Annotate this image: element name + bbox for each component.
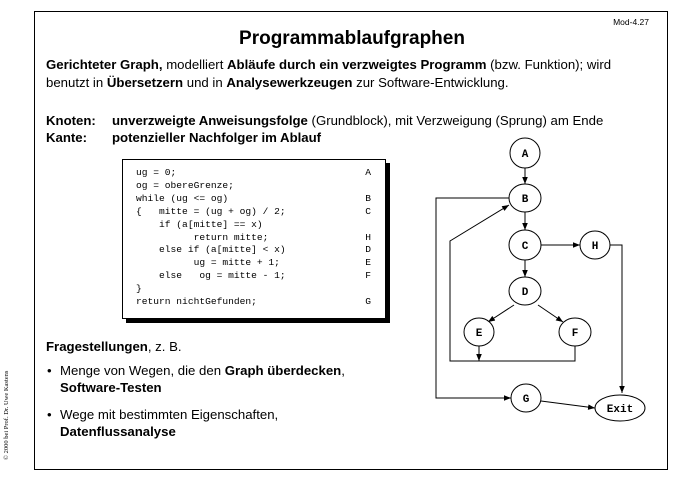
- edge-f-join: [479, 346, 576, 362]
- slide-id: Mod-4.27: [613, 17, 649, 27]
- graph-node-label: H: [592, 241, 599, 253]
- code-line: if (a[mitte] == x): [136, 219, 371, 233]
- graph-node-label: Exit: [607, 404, 633, 416]
- graph-node-d: [508, 276, 542, 306]
- definition-node: Knoten: unverzweigte Anweisungsfolge (Gru…: [46, 112, 603, 129]
- code-block-label: H: [365, 231, 371, 243]
- code-line: }: [136, 283, 371, 297]
- definition-term: Kante:: [46, 130, 88, 145]
- graph-node-e: [463, 317, 495, 347]
- graph-nodes: A B C H D E F G Exit: [463, 137, 646, 422]
- graph-node-label: E: [476, 328, 483, 340]
- bullet-icon: •: [47, 363, 52, 378]
- graph-node-label: A: [522, 149, 529, 161]
- intro-text-4: zur Software-Entwicklung.: [352, 75, 509, 90]
- intro-text-2: (bzw. Funktion); wird benutzt in: [46, 57, 612, 90]
- questions-heading-rest: , z. B.: [147, 339, 182, 354]
- code-block-label: D: [365, 244, 371, 256]
- questions-heading-bold: Fragestellungen: [46, 339, 148, 354]
- definition-rest: (Grundblock), mit Verzweigung (Sprung) a…: [307, 113, 604, 128]
- code-text: else og = mitte - 1;: [136, 270, 286, 282]
- question-bold: Software-Testen: [60, 380, 162, 395]
- intro-text-3: und in: [183, 75, 227, 90]
- code-line: else og = mitte - 1; F: [136, 270, 371, 284]
- question-item: • Wege mit bestimmten Eigenschaften, Date…: [46, 406, 376, 440]
- graph-node-h: [579, 230, 611, 260]
- graph-node-f: [558, 317, 592, 347]
- intro-paragraph: Gerichteter Graph, modelliert Abläufe du…: [46, 56, 656, 92]
- graph-node-label: B: [522, 194, 529, 206]
- bullet-icon: •: [47, 407, 52, 422]
- code-text: }: [136, 283, 142, 295]
- intro-term: Gerichteter Graph,: [46, 57, 163, 72]
- intro-bold-1: Abläufe durch ein verzweigtes Programm: [227, 57, 487, 72]
- code-block-label: C: [365, 205, 371, 217]
- intro-bold-2: Übersetzern: [106, 75, 184, 90]
- code-block-label: B: [365, 192, 371, 204]
- page-title: Programmablaufgraphen: [239, 28, 465, 49]
- definition-bold: potenzieller Nachfolger im Ablauf: [112, 130, 322, 145]
- edge-join-b: [449, 204, 510, 362]
- code-text: og = obereGrenze;: [136, 179, 234, 191]
- edge-b-g: [435, 197, 511, 401]
- edge-g-exit: [540, 400, 596, 410]
- definition-bold: unverzweigte Anweisungsfolge: [112, 113, 308, 128]
- graph-node-b: [508, 183, 542, 213]
- question-text: Menge von Wegen, die den: [60, 363, 225, 378]
- definition-edge: Kante: potenzieller Nachfolger im Ablauf: [46, 129, 603, 146]
- edge-h-exit: [610, 244, 625, 393]
- code-text: { mitte = (ug + og) / 2;: [136, 205, 286, 217]
- code-block-label: A: [365, 167, 371, 178]
- question-text: ,: [341, 363, 345, 378]
- graph-node-exit: [594, 394, 646, 422]
- graph-node-a: [509, 137, 541, 169]
- code-block-label: G: [365, 296, 371, 307]
- code-text: ug = mitte + 1;: [136, 257, 280, 269]
- code-text: return nichtGefunden;: [136, 296, 257, 307]
- intro-bold-3: Analysewerkzeugen: [226, 75, 353, 90]
- code-text: else if (a[mitte] < x): [136, 244, 286, 256]
- question-item: • Menge von Wegen, die den Graph überdec…: [46, 362, 376, 396]
- graph-node-label: F: [572, 328, 579, 340]
- code-line: og = obereGrenze;: [136, 180, 371, 194]
- graph-node-label: C: [522, 241, 529, 253]
- graph-node-label: G: [523, 394, 530, 406]
- code-line: while (ug <= og) B: [136, 193, 371, 207]
- code-text: ug = 0;: [136, 167, 177, 178]
- graph-node-c: [508, 229, 542, 261]
- code-line: ug = mitte + 1; E: [136, 257, 371, 271]
- code-block-label: F: [365, 270, 371, 282]
- code-text: return mitte;: [136, 231, 269, 243]
- edge-d-f: [537, 304, 564, 323]
- question-text: Wege mit bestimmten Eigenschaften,: [60, 407, 279, 422]
- graph-node-label: D: [522, 287, 529, 299]
- code-line: return mitte; H: [136, 232, 371, 246]
- code-line: ug = 0; A: [136, 167, 371, 181]
- code-text: if (a[mitte] == x): [136, 218, 263, 230]
- questions-section: Fragestellungen, z. B. • Menge von Wegen…: [46, 338, 376, 450]
- graph-node-g: [510, 383, 542, 413]
- code-line: else if (a[mitte] < x) D: [136, 244, 371, 258]
- edge-d-e: [487, 304, 515, 323]
- question-bold: Graph überdecken: [224, 363, 342, 378]
- slide-frame: Mod-4.27 Programmablaufgraphen: [34, 11, 668, 470]
- definition-term: Knoten:: [46, 113, 96, 128]
- question-bold: Datenflussanalyse: [60, 424, 176, 439]
- code-line: { mitte = (ug + og) / 2; C: [136, 206, 371, 220]
- code-line: return nichtGefunden; G: [136, 296, 371, 310]
- definitions: Knoten: unverzweigte Anweisungsfolge (Gru…: [46, 112, 603, 146]
- intro-text-1: modelliert: [162, 57, 228, 72]
- questions-heading: Fragestellungen, z. B.: [46, 338, 376, 355]
- code-block-label: E: [365, 257, 371, 269]
- code-text: while (ug <= og): [136, 192, 229, 204]
